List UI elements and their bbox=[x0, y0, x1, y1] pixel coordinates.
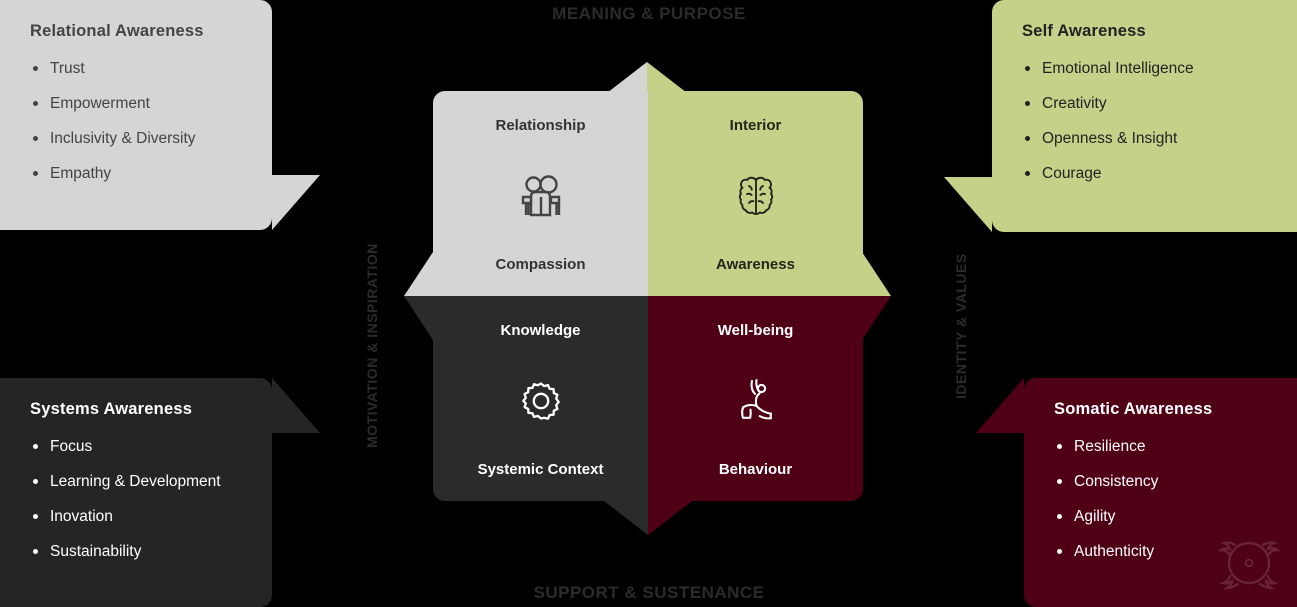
axis-label-right: IDENTITY & VALUES bbox=[953, 253, 969, 399]
arrow-left-bottom-half-icon bbox=[404, 296, 433, 340]
axis-label-top: MEANING & PURPOSE bbox=[552, 4, 746, 23]
yoga-pose-icon bbox=[730, 371, 782, 431]
card-somatic-awareness[interactable]: Somatic Awareness Resilience Consistency… bbox=[1024, 378, 1297, 607]
quadrant-knowledge[interactable]: Knowledge Systemic Context bbox=[433, 296, 648, 501]
list-item: Learning & Development bbox=[33, 472, 242, 492]
callout-tail-somatic bbox=[976, 378, 1024, 433]
list-item: Courage bbox=[1025, 164, 1267, 184]
quadrant-interior-bottom-label: Awareness bbox=[716, 256, 795, 273]
arrow-right-bottom-half-icon bbox=[862, 296, 891, 340]
card-relational-title: Relational Awareness bbox=[30, 22, 204, 40]
list-item: Resilience bbox=[1057, 437, 1267, 457]
card-self-awareness[interactable]: Self Awareness Emotional Intelligence Cr… bbox=[992, 0, 1297, 232]
axis-label-left: MOTIVATION & INSPIRATION bbox=[364, 243, 380, 448]
callout-tail-relational bbox=[272, 175, 320, 230]
card-somatic-title: Somatic Awareness bbox=[1054, 400, 1213, 418]
quadrant-relationship[interactable]: Relationship Compassion bbox=[433, 91, 648, 296]
arrow-bottom-right-half-icon bbox=[648, 501, 692, 535]
list-item: Agility bbox=[1057, 507, 1267, 527]
list-item: Empathy bbox=[33, 164, 242, 184]
list-item: Sustainability bbox=[33, 542, 242, 562]
arrow-left-top-half-icon bbox=[404, 252, 433, 296]
list-item: Trust bbox=[33, 59, 242, 79]
arrow-top-right-half-icon bbox=[647, 62, 691, 96]
quadrant-knowledge-bottom-label: Systemic Context bbox=[477, 461, 604, 478]
list-item: Empowerment bbox=[33, 94, 242, 114]
list-item: Inovation bbox=[33, 507, 242, 527]
brain-icon bbox=[733, 166, 779, 226]
gear-icon bbox=[518, 371, 564, 431]
callout-tail-self bbox=[944, 177, 992, 232]
list-item: Emotional Intelligence bbox=[1025, 59, 1267, 79]
list-item: Authenticity bbox=[1057, 542, 1267, 562]
axis-label-bottom: SUPPORT & SUSTENANCE bbox=[533, 583, 765, 602]
quadrant-wellbeing[interactable]: Well-being Behaviour bbox=[648, 296, 863, 501]
arrow-bottom-left-half-icon bbox=[604, 501, 648, 535]
card-systems-list: Focus Learning & Development Inovation S… bbox=[30, 437, 242, 563]
quadrant-matrix: Relationship Compassion Interior bbox=[404, 62, 891, 535]
list-item: Openness & Insight bbox=[1025, 129, 1267, 149]
list-item: Creativity bbox=[1025, 94, 1267, 114]
card-self-title: Self Awareness bbox=[1022, 22, 1146, 40]
card-systems-title: Systems Awareness bbox=[30, 400, 193, 418]
card-relational-awareness[interactable]: Relational Awareness Trust Empowerment I… bbox=[0, 0, 272, 230]
card-relational-list: Trust Empowerment Inclusivity & Diversit… bbox=[30, 59, 242, 185]
quadrant-relationship-bottom-label: Compassion bbox=[495, 256, 586, 273]
arrow-right-top-half-icon bbox=[862, 252, 891, 296]
card-systems-awareness[interactable]: Systems Awareness Focus Learning & Devel… bbox=[0, 378, 272, 607]
quadrant-knowledge-top-label: Knowledge bbox=[500, 322, 581, 339]
card-somatic-list: Resilience Consistency Agility Authentic… bbox=[1054, 437, 1267, 563]
quadrant-wellbeing-top-label: Well-being bbox=[717, 322, 794, 339]
list-item: Inclusivity & Diversity bbox=[33, 129, 242, 149]
card-self-list: Emotional Intelligence Creativity Openne… bbox=[1022, 59, 1267, 185]
list-item: Consistency bbox=[1057, 472, 1267, 492]
list-item: Focus bbox=[33, 437, 242, 457]
quadrant-relationship-top-label: Relationship bbox=[495, 117, 586, 134]
arrow-top-left-half-icon bbox=[603, 62, 647, 96]
callout-tail-systems bbox=[272, 378, 320, 433]
quadrant-wellbeing-bottom-label: Behaviour bbox=[718, 461, 793, 478]
people-group-icon bbox=[517, 166, 565, 226]
quadrant-interior[interactable]: Interior Awareness bbox=[648, 91, 863, 296]
quadrant-interior-top-label: Interior bbox=[729, 117, 782, 134]
